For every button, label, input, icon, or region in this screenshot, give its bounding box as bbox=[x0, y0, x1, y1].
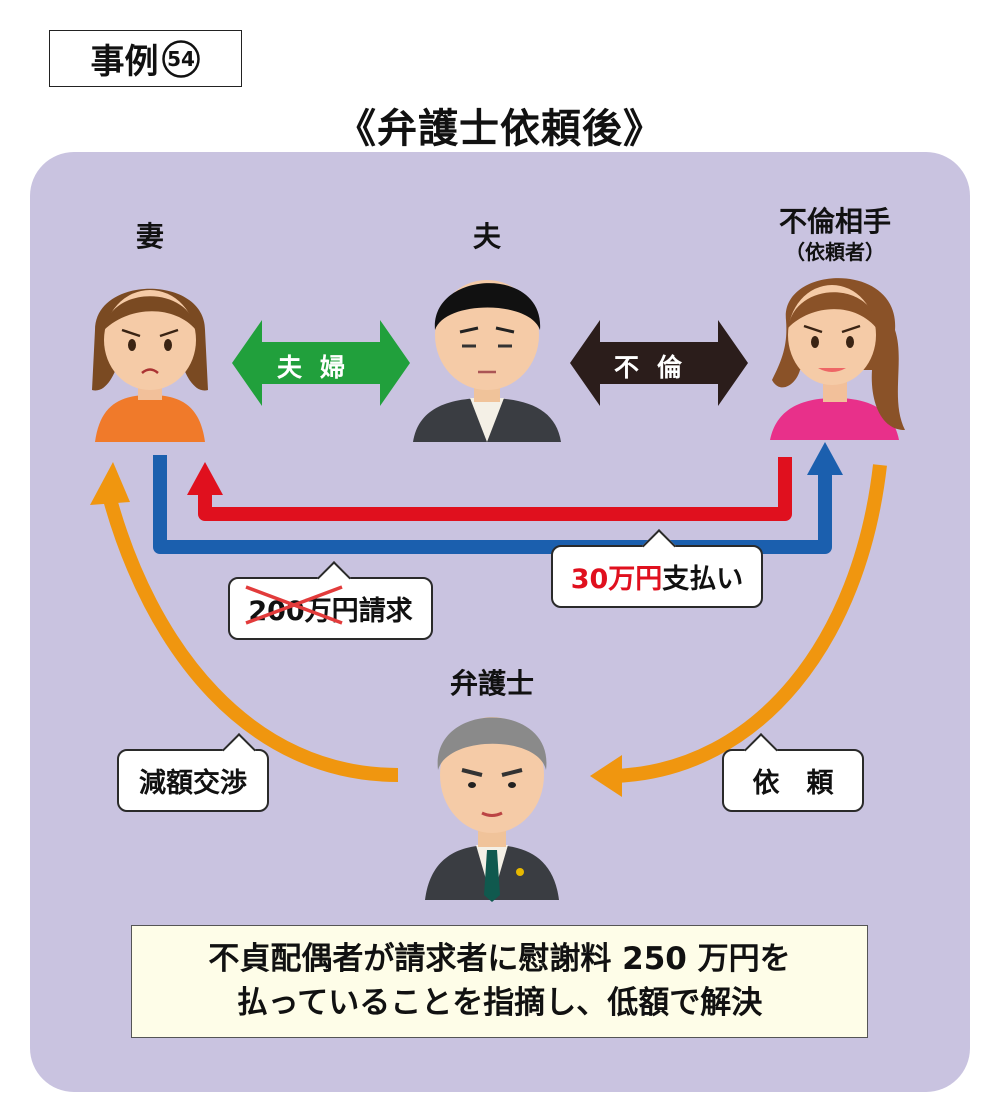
partner-figure bbox=[770, 278, 905, 440]
case-label: 事例 bbox=[90, 42, 159, 82]
summary-line-1: 不貞配偶者が請求者に慰謝料 250 万円を bbox=[208, 941, 791, 978]
case-label-box: 事例 54 bbox=[49, 30, 242, 87]
payment-flow-line bbox=[198, 457, 792, 521]
request-callout: 依 頼 bbox=[722, 733, 864, 812]
payment-callout: 30万円支払い bbox=[551, 529, 763, 608]
payment-arrowhead bbox=[187, 462, 223, 495]
summary-box: 不貞配偶者が請求者に慰謝料 250 万円を 払っていることを指摘し、低額で解決 bbox=[131, 925, 868, 1038]
request-flow-arrow bbox=[614, 464, 887, 783]
case-number: 54 bbox=[167, 47, 195, 71]
negotiation-arrowhead bbox=[90, 462, 130, 505]
lawyer-figure bbox=[425, 717, 559, 902]
payment-amount: 30万円 bbox=[570, 564, 663, 595]
claim-arrowhead bbox=[807, 442, 843, 475]
strike-x-icon bbox=[245, 585, 343, 625]
payment-suffix: 支払い bbox=[662, 564, 744, 595]
negotiation-text: 減額交渉 bbox=[139, 768, 247, 799]
page-title: 《弁護士依頼後》 bbox=[336, 106, 664, 152]
partner-label: 不倫相手 bbox=[778, 205, 891, 238]
wife-label: 妻 bbox=[135, 220, 164, 253]
partner-note: （依頼者） bbox=[785, 240, 885, 264]
request-arrowhead bbox=[590, 755, 622, 797]
lawyer-label: 弁護士 bbox=[449, 667, 534, 700]
affair-arrow bbox=[570, 320, 748, 406]
negotiation-callout: 減額交渉 bbox=[117, 733, 269, 812]
request-text: 依 頼 bbox=[752, 768, 834, 799]
claim-callout: 200万円 請求 bbox=[228, 561, 433, 640]
wife-figure bbox=[92, 288, 208, 442]
married-label: 夫婦 bbox=[277, 353, 364, 382]
husband-label: 夫 bbox=[472, 220, 501, 253]
claim-amount-wrap: 200万円 bbox=[245, 585, 359, 628]
affair-label: 不倫 bbox=[614, 353, 701, 382]
negotiation-flow-arrow bbox=[101, 490, 399, 782]
claim-suffix: 請求 bbox=[358, 596, 413, 627]
husband-figure bbox=[413, 280, 561, 442]
case-number-circle: 54 bbox=[161, 39, 200, 78]
married-arrow bbox=[232, 320, 410, 406]
summary-line-2: 払っていることを指摘し、低額で解決 bbox=[236, 984, 763, 1021]
claim-flow-line bbox=[153, 455, 832, 554]
